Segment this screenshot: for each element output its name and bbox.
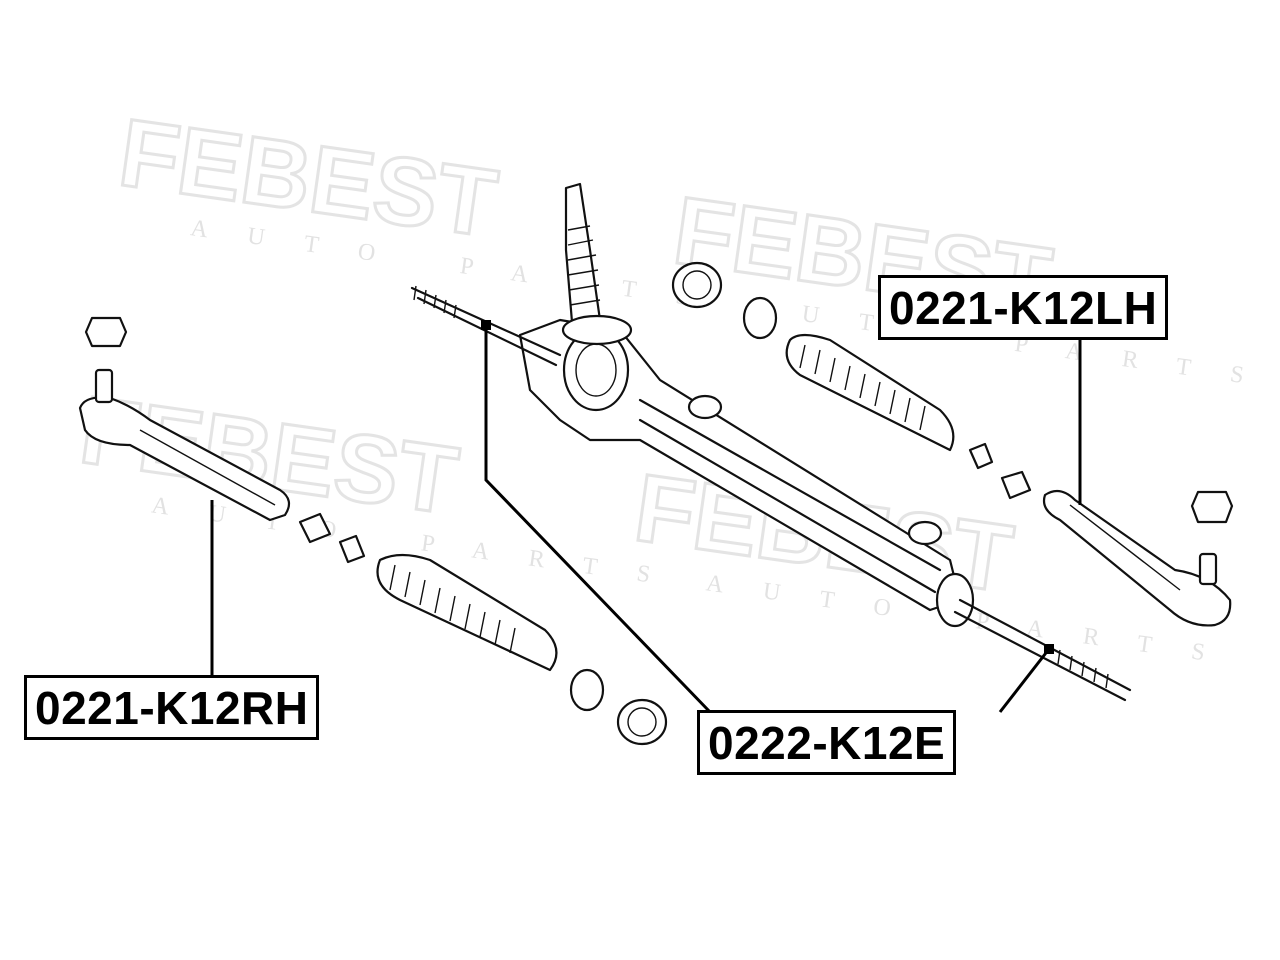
- part-label-0221-k12lh: 0221-K12LH: [878, 275, 1169, 340]
- boot-lower: [298, 512, 668, 746]
- rack-housing: [518, 318, 975, 628]
- leader-e-right: [998, 648, 1051, 713]
- leader-e-left: [484, 325, 712, 714]
- boot-upper: [671, 261, 1032, 500]
- leader-lines: [210, 325, 1082, 714]
- tie-rod-end-rh: [78, 316, 291, 522]
- part-label-0221-k12rh: 0221-K12RH: [24, 675, 320, 740]
- tie-rod-end-lh: [1042, 489, 1234, 627]
- watermark-layer: FEBEST AUTO PARTS FEBEST AUTO PARTS FEBE…: [73, 98, 1280, 672]
- part-label-0222-k12e: 0222-K12E: [697, 710, 957, 775]
- pinion-shaft: [561, 182, 633, 346]
